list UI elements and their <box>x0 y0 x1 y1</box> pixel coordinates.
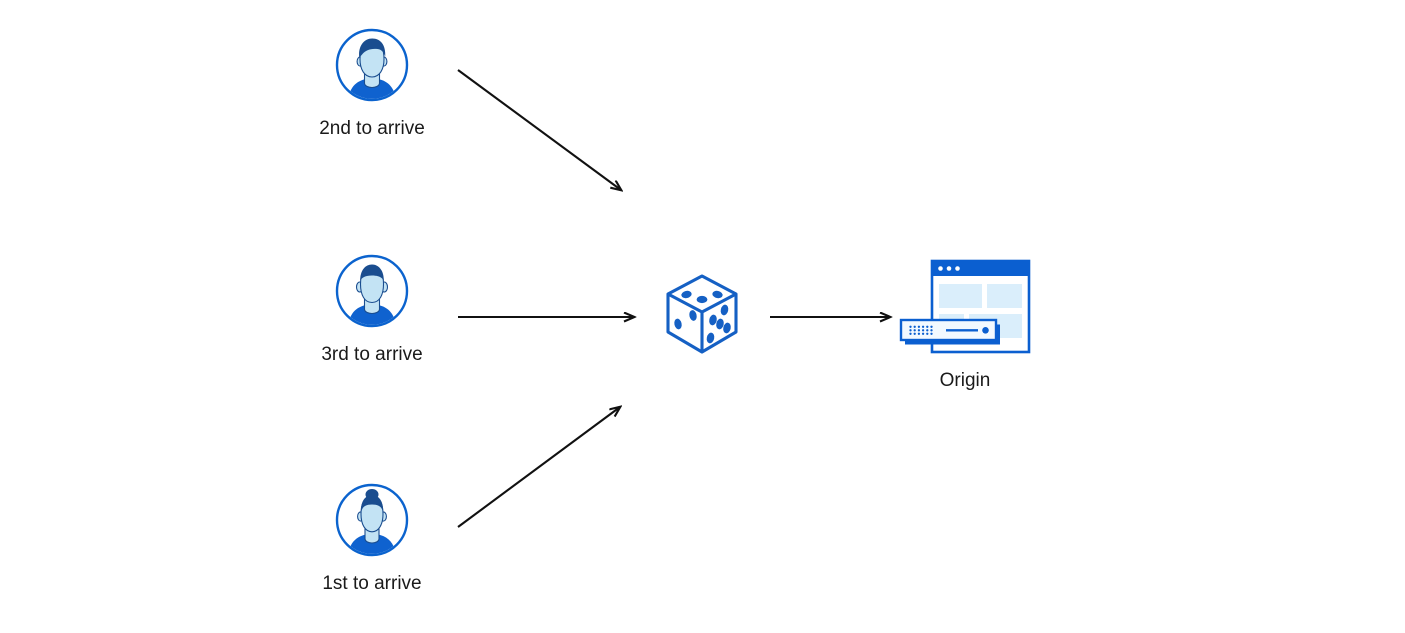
node-client-1st: 1st to arrive <box>297 483 447 597</box>
server-device-icon <box>899 318 1000 345</box>
origin-server-icon <box>899 259 1031 354</box>
node-client-3rd: 3rd to arrive <box>297 254 447 368</box>
user-avatar-icon <box>335 254 409 328</box>
dice-icon <box>666 274 738 354</box>
arrow-2nd-to-dice <box>457 69 621 190</box>
arrow-1st-to-dice <box>457 407 620 528</box>
user-avatar-icon <box>335 483 409 557</box>
node-label-client-1st: 1st to arrive <box>322 573 422 594</box>
user-avatar-icon <box>335 28 409 102</box>
node-label-origin: Origin <box>939 370 991 391</box>
node-label-client-3rd: 3rd to arrive <box>321 344 423 365</box>
node-randomizer <box>658 270 746 358</box>
node-label-client-2nd: 2nd to arrive <box>319 118 425 139</box>
node-origin: Origin <box>898 258 1032 394</box>
node-client-2nd: 2nd to arrive <box>297 28 447 142</box>
